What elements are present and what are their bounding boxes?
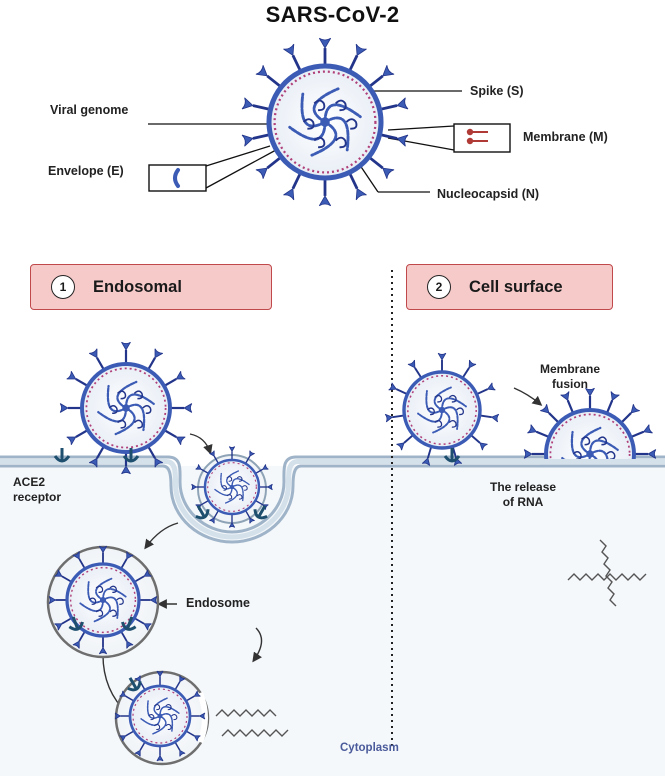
label-release-of-rna: The release of RNA [490, 480, 557, 509]
membrane-zoom-box [453, 123, 511, 153]
main-virion [241, 37, 409, 207]
label-spike: Spike (S) [470, 84, 524, 98]
ace2-receptor [195, 505, 210, 520]
pathway-endosomal-label: Endosomal [93, 277, 182, 296]
arrow-to-endosome [144, 522, 179, 550]
endosomal-virion [59, 341, 193, 475]
pathway-number-1: 1 [51, 275, 75, 299]
virions [48, 37, 657, 762]
ace2-receptor [122, 448, 140, 463]
label-viral-genome: Viral genome [50, 103, 129, 117]
arrow-to-endocytosis [189, 433, 213, 455]
arrow-down-right [252, 627, 263, 663]
rna-strand [221, 729, 289, 737]
ace2-receptor [68, 616, 84, 631]
label-membrane-fusion: Membrane fusion [540, 362, 601, 391]
release-virion [114, 670, 206, 762]
invaginating-virion [191, 446, 273, 528]
arrow-membrane-fusion [513, 387, 543, 406]
endosome-virion [48, 545, 158, 655]
rna-strands [215, 539, 647, 737]
envelope-zoom-box [148, 164, 207, 192]
ace2-receptor [127, 677, 142, 692]
label-ace2-receptor: ACE2 receptor [13, 475, 62, 504]
cell-membrane [0, 455, 665, 544]
ace2-receptor [121, 616, 137, 631]
label-nucleocapsid: Nucleocapsid (N) [437, 187, 540, 201]
ace2-receptor [53, 448, 71, 463]
label-endosome: Endosome [186, 596, 250, 610]
rna-strand [599, 539, 617, 607]
label-membrane: Membrane (M) [523, 130, 608, 144]
ace2-receptors [53, 448, 461, 692]
label-cytoplasm: Cytoplasm [340, 742, 399, 754]
fusion-mask [540, 462, 640, 510]
pathway-number-2: 2 [427, 275, 451, 299]
pathway-endosomal-box: 1 Endosomal [30, 264, 272, 310]
diagram-title: SARS-CoV-2 [265, 2, 400, 27]
rna-strand [215, 709, 277, 717]
pathway-cell-surface-box: 2 Cell surface [406, 264, 613, 310]
cell-surface-virion [384, 352, 500, 466]
ace2-receptor [253, 505, 268, 520]
ace2-receptor [443, 448, 461, 463]
pathway-cell-surface-label: Cell surface [469, 277, 563, 296]
label-envelope: Envelope (E) [48, 164, 124, 178]
